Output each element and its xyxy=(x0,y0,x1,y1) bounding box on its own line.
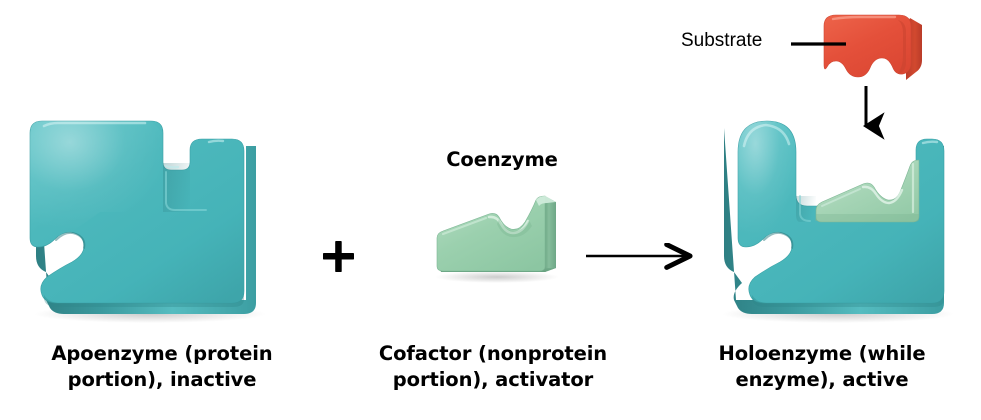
coenzyme-front-face xyxy=(436,195,546,272)
coenzyme-valley-shade xyxy=(497,219,532,238)
holoenzyme-bound-cofactor xyxy=(815,159,920,223)
substrate-right-inner-shade xyxy=(898,20,906,74)
coenzyme-ground-shadow xyxy=(435,271,559,283)
substrate-shape xyxy=(823,14,922,80)
bound-cofactor-valley-highlight xyxy=(861,185,904,205)
caption-apoenzyme: Apoenzyme (protein portion), inactive xyxy=(51,342,273,391)
apoenzyme-active-site-notch xyxy=(163,163,197,212)
coenzyme-post-rim xyxy=(536,196,556,206)
holoenzyme-bottom-shade xyxy=(752,293,944,307)
caption-cofactor: Cofactor (nonprotein portion), activator xyxy=(378,342,608,391)
coenzyme-label: Coenzyme xyxy=(446,148,558,171)
apoenzyme-bottom-shade xyxy=(44,293,244,307)
holoenzyme-gloss xyxy=(738,121,796,247)
apoenzyme-well-edge-light xyxy=(165,171,207,211)
holoenzyme-shape xyxy=(722,120,954,323)
coenzyme-side-extrusion xyxy=(545,196,556,272)
apoenzyme-step-highlight xyxy=(164,164,180,169)
apoenzyme-gloss xyxy=(30,121,163,240)
substrate-front-face xyxy=(823,14,912,78)
apoenzyme-post-highlight xyxy=(207,139,225,144)
caption-holoenzyme: Holoenzyme (while enzyme), active xyxy=(718,342,926,391)
apoenzyme-shape xyxy=(29,120,266,323)
coenzyme-valley-highlight xyxy=(487,215,530,235)
apoenzyme-puzzle-bite-shadow xyxy=(55,231,86,249)
coenzyme-shape xyxy=(435,195,559,283)
bound-cofactor-ramp-highlight xyxy=(821,188,861,207)
holoenzyme-post-highlight xyxy=(921,140,939,145)
holoenzyme-puzzle-bite-shadow xyxy=(763,231,794,249)
coenzyme-ramp-highlight xyxy=(441,216,488,236)
holoenzyme-inner-wall-light xyxy=(799,195,811,222)
plus-vertical-bar xyxy=(335,241,342,272)
bound-cofactor-base-shade xyxy=(816,214,919,222)
plus-operator xyxy=(323,241,354,272)
substrate-top-highlight xyxy=(831,15,897,21)
substrate-label: Substrate xyxy=(681,30,763,51)
